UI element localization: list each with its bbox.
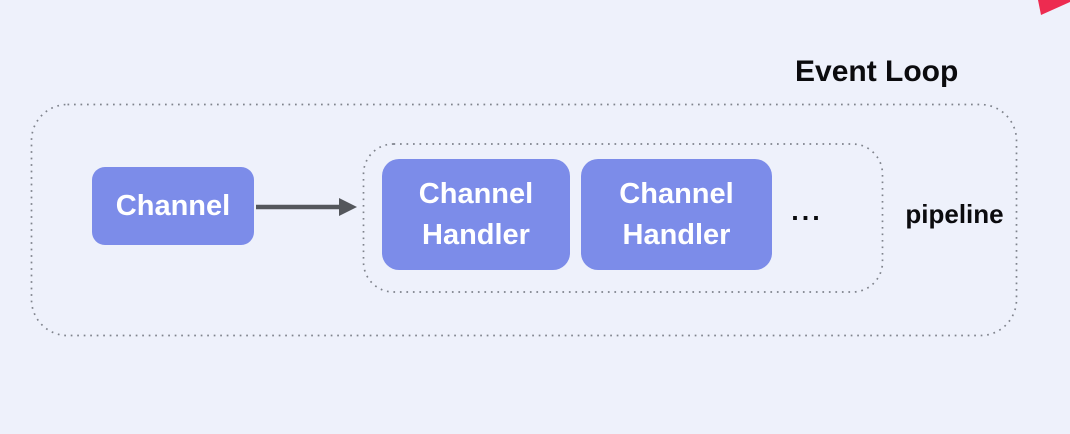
pipeline-container xyxy=(362,143,884,293)
event-loop-label: Event Loop xyxy=(795,55,959,88)
channel-box: Channel xyxy=(92,167,254,245)
flow-arrow xyxy=(256,198,357,216)
red-corner-accent-icon xyxy=(1038,0,1070,15)
channel-handler-box-1: Channel Handler xyxy=(382,159,570,270)
channel-handler-box-2: Channel Handler xyxy=(581,159,772,270)
pipeline-label: pipeline xyxy=(905,199,1004,229)
event-loop-container xyxy=(30,103,1018,337)
flow-arrow-head xyxy=(339,198,357,216)
pipeline-ellipsis: ... xyxy=(791,196,823,226)
